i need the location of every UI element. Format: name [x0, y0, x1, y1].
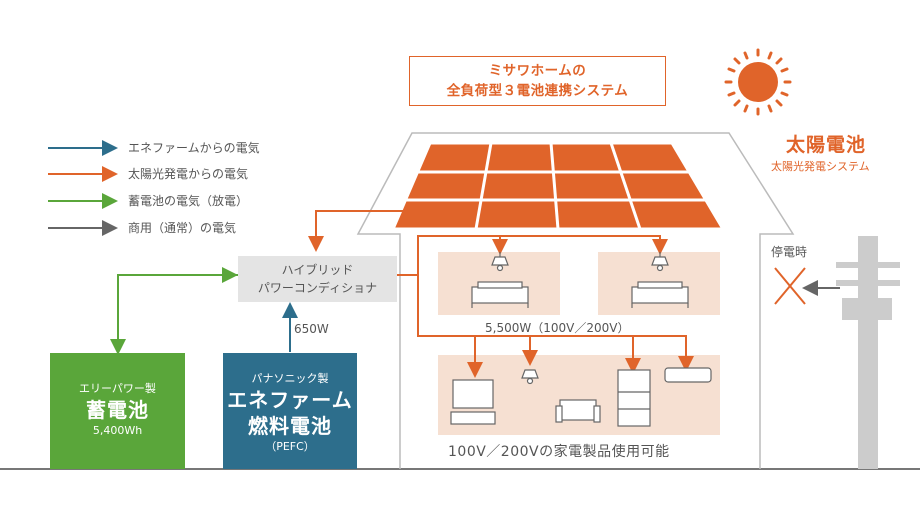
fuel-cell-box: パナソニック製 エネファーム 燃料電池 （PEFC）: [223, 353, 357, 469]
fuel-cell-pefc: （PEFC）: [265, 440, 315, 453]
solar-panel: [390, 141, 726, 231]
title-line1: ミサワホームの: [488, 63, 587, 79]
house-outline: [356, 132, 795, 469]
battery-capacity: 5,400Wh: [92, 424, 143, 437]
fuel-cell-type: 燃料電池: [248, 414, 332, 438]
fuel-cell-maker: パナソニック製: [251, 372, 329, 385]
solar-title: 太陽電池: [786, 134, 867, 156]
pcs-line2: パワーコンディショナ: [257, 281, 378, 295]
fuel-cell-name: エネファーム: [227, 388, 353, 412]
upper-rooms-label: 5,500W（100V／200V）: [485, 321, 630, 335]
outage-label: 停電時: [771, 245, 808, 259]
pcs-line1: ハイブリッド: [281, 263, 354, 277]
solar-subtitle: 太陽光発電システム: [771, 160, 870, 173]
sofa-icon: [555, 399, 601, 423]
legend-label-battery: 蓄電池の電気（放電）: [128, 194, 249, 208]
fridge-icon: [617, 369, 651, 427]
battery-maker: エリーパワー製: [79, 382, 156, 395]
arrow-pcs-to-upper: [397, 235, 668, 276]
diagram-title: ミサワホームの 全負荷型３電池連携システム: [409, 56, 666, 106]
outage-x-icon: [774, 267, 806, 305]
appliances-label: 100V／200Vの家電製品使用可能: [448, 444, 670, 460]
utility-pole-icon: [836, 236, 900, 469]
battery-name: 蓄電池: [86, 398, 149, 422]
legend-label-enefarm: エネファームからの電気: [128, 141, 260, 155]
arrow-solar-to-pcs: [308, 210, 404, 252]
arrow-pcs-to-appliances: [417, 275, 694, 372]
lamp-icon: [491, 252, 669, 385]
legend-label-solar: 太陽光発電からの電気: [128, 167, 249, 181]
battery-box: エリーパワー製 蓄電池 5,400Wh: [50, 353, 185, 469]
power-conditioner: ハイブリッド パワーコンディショナ: [238, 256, 397, 302]
title-line2: 全負荷型３電池連携システム: [446, 83, 629, 99]
sun-icon: [724, 48, 792, 116]
aircon-icon: [664, 367, 712, 383]
legend-label-commercial: 商用（通常）の電気: [128, 221, 237, 235]
fuel-output-label: 650W: [294, 322, 329, 336]
bed-icon: [471, 281, 689, 308]
arrow-battery-pcs: [110, 274, 238, 355]
tv-icon: [450, 379, 496, 425]
